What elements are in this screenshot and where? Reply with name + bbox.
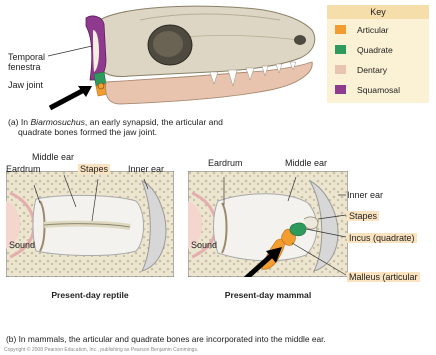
mammal-incus-label: Incus (quadrate): [347, 233, 417, 243]
key-label-articular: Articular: [357, 25, 389, 35]
key-label-dentary: Dentary: [357, 65, 387, 75]
caption-b: (b) In mammals, the articular and quadra…: [6, 334, 326, 344]
reptile-sound-label: Sound: [9, 240, 35, 250]
key-title: Key: [327, 5, 429, 19]
jaw-joint-label: Jaw joint: [8, 80, 43, 90]
reptile-inner-ear-label: Inner ear: [128, 164, 164, 174]
biarmosuchus-skull-illustration: [0, 0, 330, 118]
reptile-ear-illustration: [6, 171, 174, 277]
mammal-sound-label: Sound: [191, 240, 217, 250]
color-key: Key Articular Quadrate Dentary Squamosal: [327, 5, 429, 103]
dentary-swatch: [335, 65, 346, 74]
caption-a-line1: (a) In Biarmosuchus, an early synapsid, …: [8, 117, 223, 127]
reptile-subtitle: Present-day reptile: [6, 290, 174, 300]
quadrate-swatch: [335, 45, 346, 54]
mammal-stapes-label: Stapes: [347, 211, 379, 221]
mammal-middle-ear-label: Middle ear: [285, 158, 327, 168]
articular-swatch: [335, 25, 346, 34]
squamosal-swatch: [335, 85, 346, 94]
temporal-fenestra-label-line2: fenestra: [8, 62, 41, 72]
reptile-stapes-label: Stapes: [78, 164, 110, 174]
caption-a-prefix: (a) In: [8, 117, 30, 127]
mammal-ear-illustration: [188, 171, 348, 277]
mammal-subtitle: Present-day mammal: [188, 290, 348, 300]
key-label-quadrate: Quadrate: [357, 45, 393, 55]
reptile-eardrum-label: Eardrum: [6, 164, 41, 174]
reptile-middle-ear-label: Middle ear: [32, 152, 74, 162]
mammal-eardrum-label: Eardrum: [208, 158, 243, 168]
caption-a-species: Biarmosuchus: [30, 117, 84, 127]
mammal-inner-ear-label: Inner ear: [347, 190, 383, 200]
temporal-fenestra-label-line1: Temporal: [8, 52, 45, 62]
caption-a-rest: , an early synapsid, the articular and: [85, 117, 223, 127]
caption-a-line2: quadrate bones formed the jaw joint.: [18, 127, 157, 137]
key-label-squamosal: Squamosal: [357, 85, 400, 95]
mammal-malleus-label: Malleus (articular: [347, 272, 420, 282]
copyright-text: Copyright © 2008 Pearson Education, Inc.…: [4, 347, 198, 353]
